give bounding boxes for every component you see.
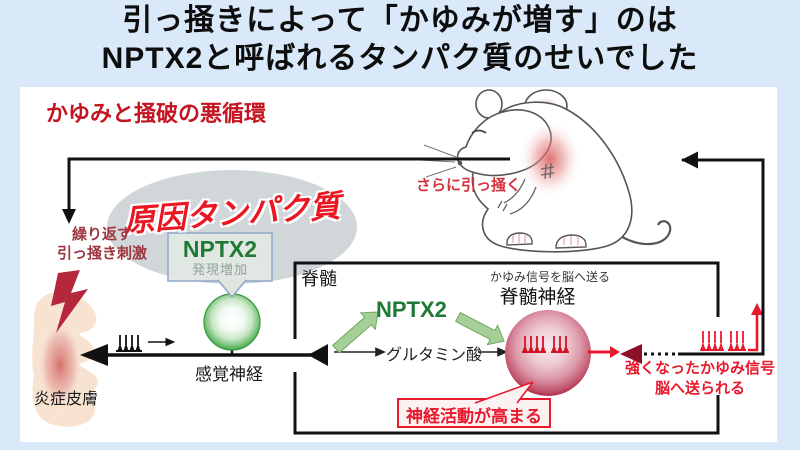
spinal-nerve-label: 脊髄神経	[499, 287, 576, 308]
mouse-feet	[506, 232, 587, 249]
page-title-line2: NPTX2と呼ばれるタンパク質のせいでした	[101, 42, 699, 75]
activity-callout-box	[397, 381, 551, 428]
left-arrowhead-icon	[681, 151, 698, 169]
stronger-signal-label: 強くなったかゆみ信号 脳へ送られる	[624, 360, 775, 397]
page-title-line1: 引っ掻きによって「かゆみが増す」のは	[122, 4, 678, 37]
nerve-terminal-spinal-icon	[308, 344, 328, 366]
page-title: 引っ掻きによって「かゆみが増す」のは NPTX2と呼ばれるタンパク質のせいでした	[0, 2, 800, 78]
spike-train-neuron-icon	[522, 336, 569, 353]
nptx2-callout-text: NPTX2 発現増加	[168, 236, 272, 278]
spinal-cord-label: 脊髄	[301, 269, 337, 289]
spike-train-to-brain-icon	[700, 303, 763, 352]
spinal-nerve-caption: かゆみ信号を脳へ送る	[489, 270, 610, 284]
down-arrowhead-icon	[62, 209, 76, 224]
mouse-chest-inflammation	[519, 120, 581, 198]
nptx2-vesicle-icon	[203, 293, 261, 356]
nptx2-callout-title: NPTX2	[182, 236, 258, 262]
sensory-nerve-label: 感覚神経	[195, 365, 263, 384]
loop-arrow-left	[62, 157, 510, 224]
mouse-scratching-paws	[497, 162, 555, 215]
red-up-arrow-icon	[748, 314, 759, 352]
diagram-panel: かゆみと掻破の悪循環 原因タンパク質 繰り返す 引っ掻き刺激 NPTX2 発現増…	[20, 87, 777, 442]
red-arrow-icon	[610, 346, 620, 358]
green-arrow-down-icon	[455, 311, 505, 346]
inflamed-skin-label: 炎症皮膚	[34, 391, 99, 408]
spinal-output	[588, 344, 676, 364]
spinal-cord-box	[293, 261, 720, 435]
diagram-canvas	[32, 89, 765, 435]
lightning-bolt-icon	[51, 270, 88, 333]
glutamate-arrows	[334, 347, 508, 357]
scratch-more-label: さらに引っ掻く	[416, 177, 522, 194]
mouse-nose	[457, 160, 463, 166]
glutamate-label: グルタミン酸	[386, 347, 483, 364]
nptx2-callout-box	[167, 232, 273, 298]
mouse-tail	[615, 220, 672, 246]
sensory-nerve-axon	[80, 344, 328, 366]
nerve-ending-skin-icon	[80, 344, 108, 366]
mouse-whiskers	[419, 144, 457, 178]
mouse-illustration	[419, 89, 672, 253]
spinal-neuron-icon	[505, 310, 591, 396]
next-nerve-terminal-icon	[620, 344, 642, 364]
activity-up-label: 神経活動が高まる	[406, 407, 542, 426]
mouse-eye	[471, 129, 487, 134]
repeat-stimulus-label: 繰り返す 引っ掻き刺激	[56, 226, 147, 262]
nptx2-label: NPTX2	[376, 297, 447, 322]
nptx2-release-arrows	[331, 311, 505, 354]
inflamed-skin-illustration	[32, 292, 98, 427]
green-arrow-up-icon	[331, 311, 379, 354]
spike-train-sensory-icon	[116, 335, 176, 352]
nptx2-callout-subtitle: 発現増加	[191, 262, 248, 277]
cycle-title: かゆみと掻破の悪循環	[46, 101, 267, 126]
loop-arrow-right	[678, 151, 765, 356]
